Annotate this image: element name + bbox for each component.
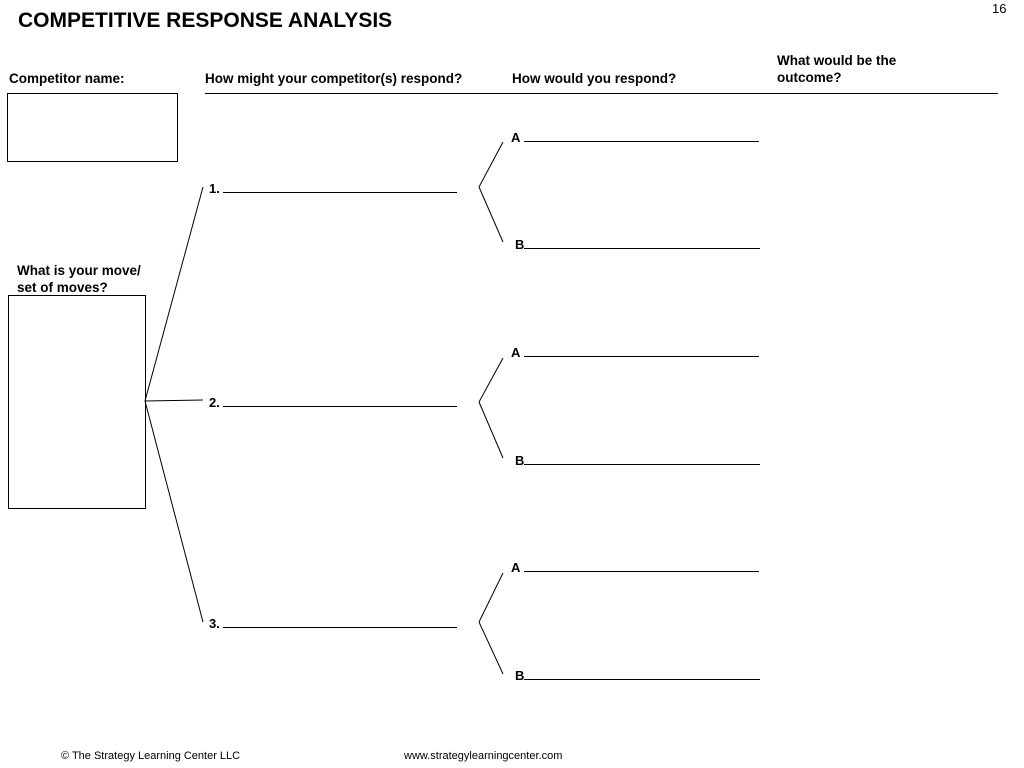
response-1-option-b[interactable]: B: [515, 237, 761, 252]
response-1[interactable]: 1.: [209, 181, 458, 196]
header-competitor-response: How might your competitor(s) respond?: [205, 71, 463, 86]
header-outcome: What would be the outcome?: [777, 53, 897, 85]
response-1-option-a[interactable]: A: [511, 130, 759, 145]
option-line[interactable]: [523, 131, 759, 142]
option-label: B: [515, 453, 525, 468]
header-rule: [205, 93, 998, 94]
competitor-name-box[interactable]: [7, 93, 178, 162]
option-line[interactable]: [523, 561, 759, 572]
branch-line-3: [144, 400, 204, 623]
branch-line-2b: [478, 401, 504, 459]
response-3-line[interactable]: [223, 617, 458, 628]
header-your-response: How would you respond?: [512, 71, 677, 86]
response-2-option-b[interactable]: B: [515, 453, 761, 468]
response-3[interactable]: 3.: [209, 616, 458, 631]
branch-line-3b: [478, 621, 504, 675]
response-1-number: 1.: [209, 181, 220, 196]
option-label: A: [511, 560, 520, 575]
response-2[interactable]: 2.: [209, 395, 458, 410]
branch-line-2a: [478, 357, 504, 403]
option-label: A: [511, 345, 520, 360]
branch-line-1a: [478, 141, 504, 188]
response-3-option-b[interactable]: B: [515, 668, 761, 683]
branch-line-1b: [478, 186, 504, 243]
footer-website[interactable]: www.strategylearningcenter.com: [404, 750, 563, 762]
option-line[interactable]: [524, 669, 761, 680]
response-3-option-a[interactable]: A: [511, 560, 759, 575]
footer-copyright: © The Strategy Learning Center LLC: [61, 750, 241, 762]
option-label: B: [515, 237, 525, 252]
option-line[interactable]: [524, 238, 761, 249]
option-line[interactable]: [524, 454, 761, 465]
branch-line-3a: [478, 572, 504, 623]
option-label: B: [515, 668, 525, 683]
option-label: A: [511, 130, 520, 145]
response-1-line[interactable]: [223, 182, 458, 193]
branch-line-2: [144, 399, 204, 402]
option-line[interactable]: [523, 346, 759, 357]
branch-line-1: [144, 186, 204, 402]
header-competitor-name: Competitor name:: [9, 71, 125, 86]
move-label: What is your move/ set of moves?: [17, 263, 141, 295]
page-number: 16: [992, 1, 1007, 16]
response-3-number: 3.: [209, 616, 220, 631]
response-2-option-a[interactable]: A: [511, 345, 759, 360]
response-2-number: 2.: [209, 395, 220, 410]
response-2-line[interactable]: [223, 396, 458, 407]
page-title: COMPETITIVE RESPONSE ANALYSIS: [18, 9, 393, 32]
